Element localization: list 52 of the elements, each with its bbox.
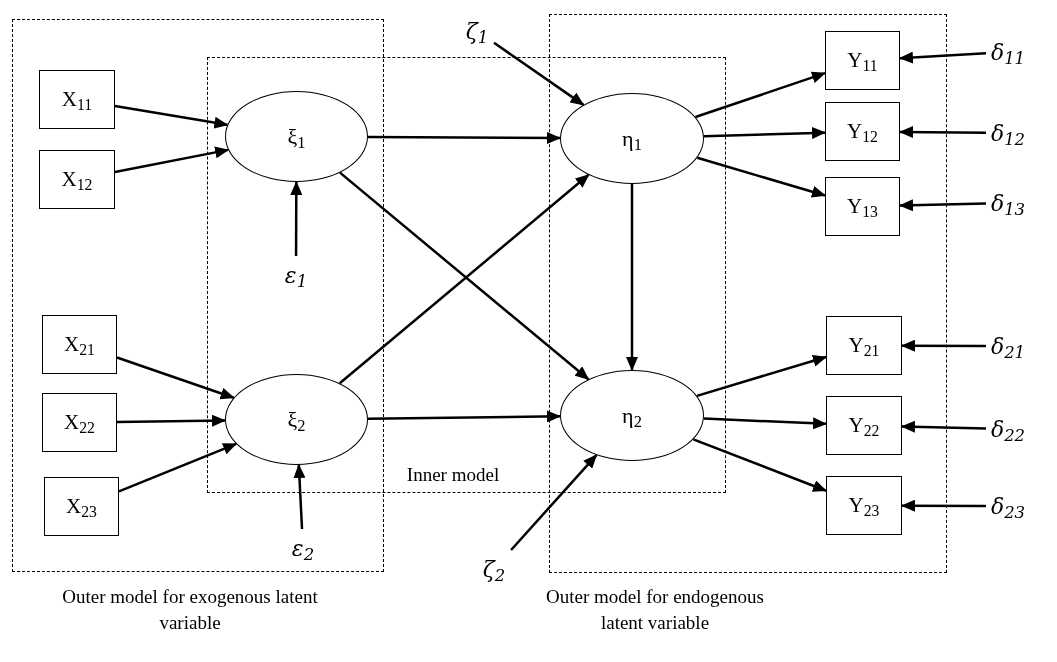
- error-term-label: ε$_{2}$: [287, 531, 319, 565]
- error-term-label: δ$_{12}$: [988, 117, 1028, 149]
- arrow: [290, 181, 303, 256]
- arrow: [901, 499, 986, 512]
- indicator-box: X$_{23}$: [44, 477, 119, 536]
- indicator-box: X$_{11}$: [39, 70, 115, 129]
- arrow: [703, 417, 827, 430]
- error-term-label: ζ$_{2}$: [478, 552, 510, 586]
- arrow: [695, 71, 826, 119]
- latent-variable-ellipse: ξ$_{1}$: [225, 91, 368, 182]
- arrow: [901, 420, 987, 433]
- indicator-box: Y$_{23}$: [826, 476, 902, 535]
- arrow: [493, 41, 585, 106]
- indicator-box: Y$_{22}$: [826, 396, 902, 455]
- arrow: [899, 51, 987, 64]
- arrow: [692, 438, 827, 492]
- arrow: [696, 156, 826, 198]
- indicator-box: X$_{12}$: [39, 150, 115, 209]
- arrow: [703, 127, 826, 140]
- indicator-box: Y$_{13}$: [825, 177, 900, 236]
- error-term-label: ζ$_{1}$: [462, 14, 492, 48]
- error-term-label: ε$_{1}$: [280, 258, 312, 292]
- error-term-label: δ$_{23}$: [988, 490, 1028, 522]
- indicator-box: X$_{22}$: [42, 393, 117, 452]
- arrow: [899, 126, 986, 138]
- indicator-box: Y$_{11}$: [825, 31, 900, 90]
- arrow: [367, 410, 561, 423]
- group-caption: Outer model for exogenous latent variable: [61, 585, 319, 635]
- arrow: [368, 132, 561, 144]
- arrow: [116, 356, 235, 400]
- arrow: [626, 184, 638, 371]
- indicator-box: Y$_{12}$: [825, 102, 900, 161]
- latent-variable-ellipse: η$_{1}$: [560, 93, 704, 184]
- latent-variable-ellipse: η$_{2}$: [560, 370, 704, 461]
- arrow: [510, 454, 598, 551]
- group-caption: Outer model for endogenous latent variable: [545, 585, 765, 635]
- error-term-label: δ$_{22}$: [988, 413, 1028, 445]
- error-term-label: δ$_{11}$: [988, 36, 1028, 68]
- indicator-box: X$_{21}$: [42, 315, 117, 374]
- arrow: [114, 146, 230, 174]
- arrow: [118, 442, 238, 493]
- indicator-box: Y$_{21}$: [826, 316, 902, 375]
- arrow: [293, 464, 306, 530]
- arrow: [117, 414, 226, 427]
- latent-variable-ellipse: ξ$_{2}$: [225, 374, 368, 465]
- group-caption: Inner model: [405, 463, 501, 487]
- error-term-label: δ$_{13}$: [988, 187, 1028, 219]
- arrow: [696, 355, 827, 398]
- arrow: [901, 339, 986, 352]
- arrow: [899, 199, 987, 212]
- arrow: [114, 104, 229, 129]
- error-term-label: δ$_{21}$: [988, 330, 1028, 362]
